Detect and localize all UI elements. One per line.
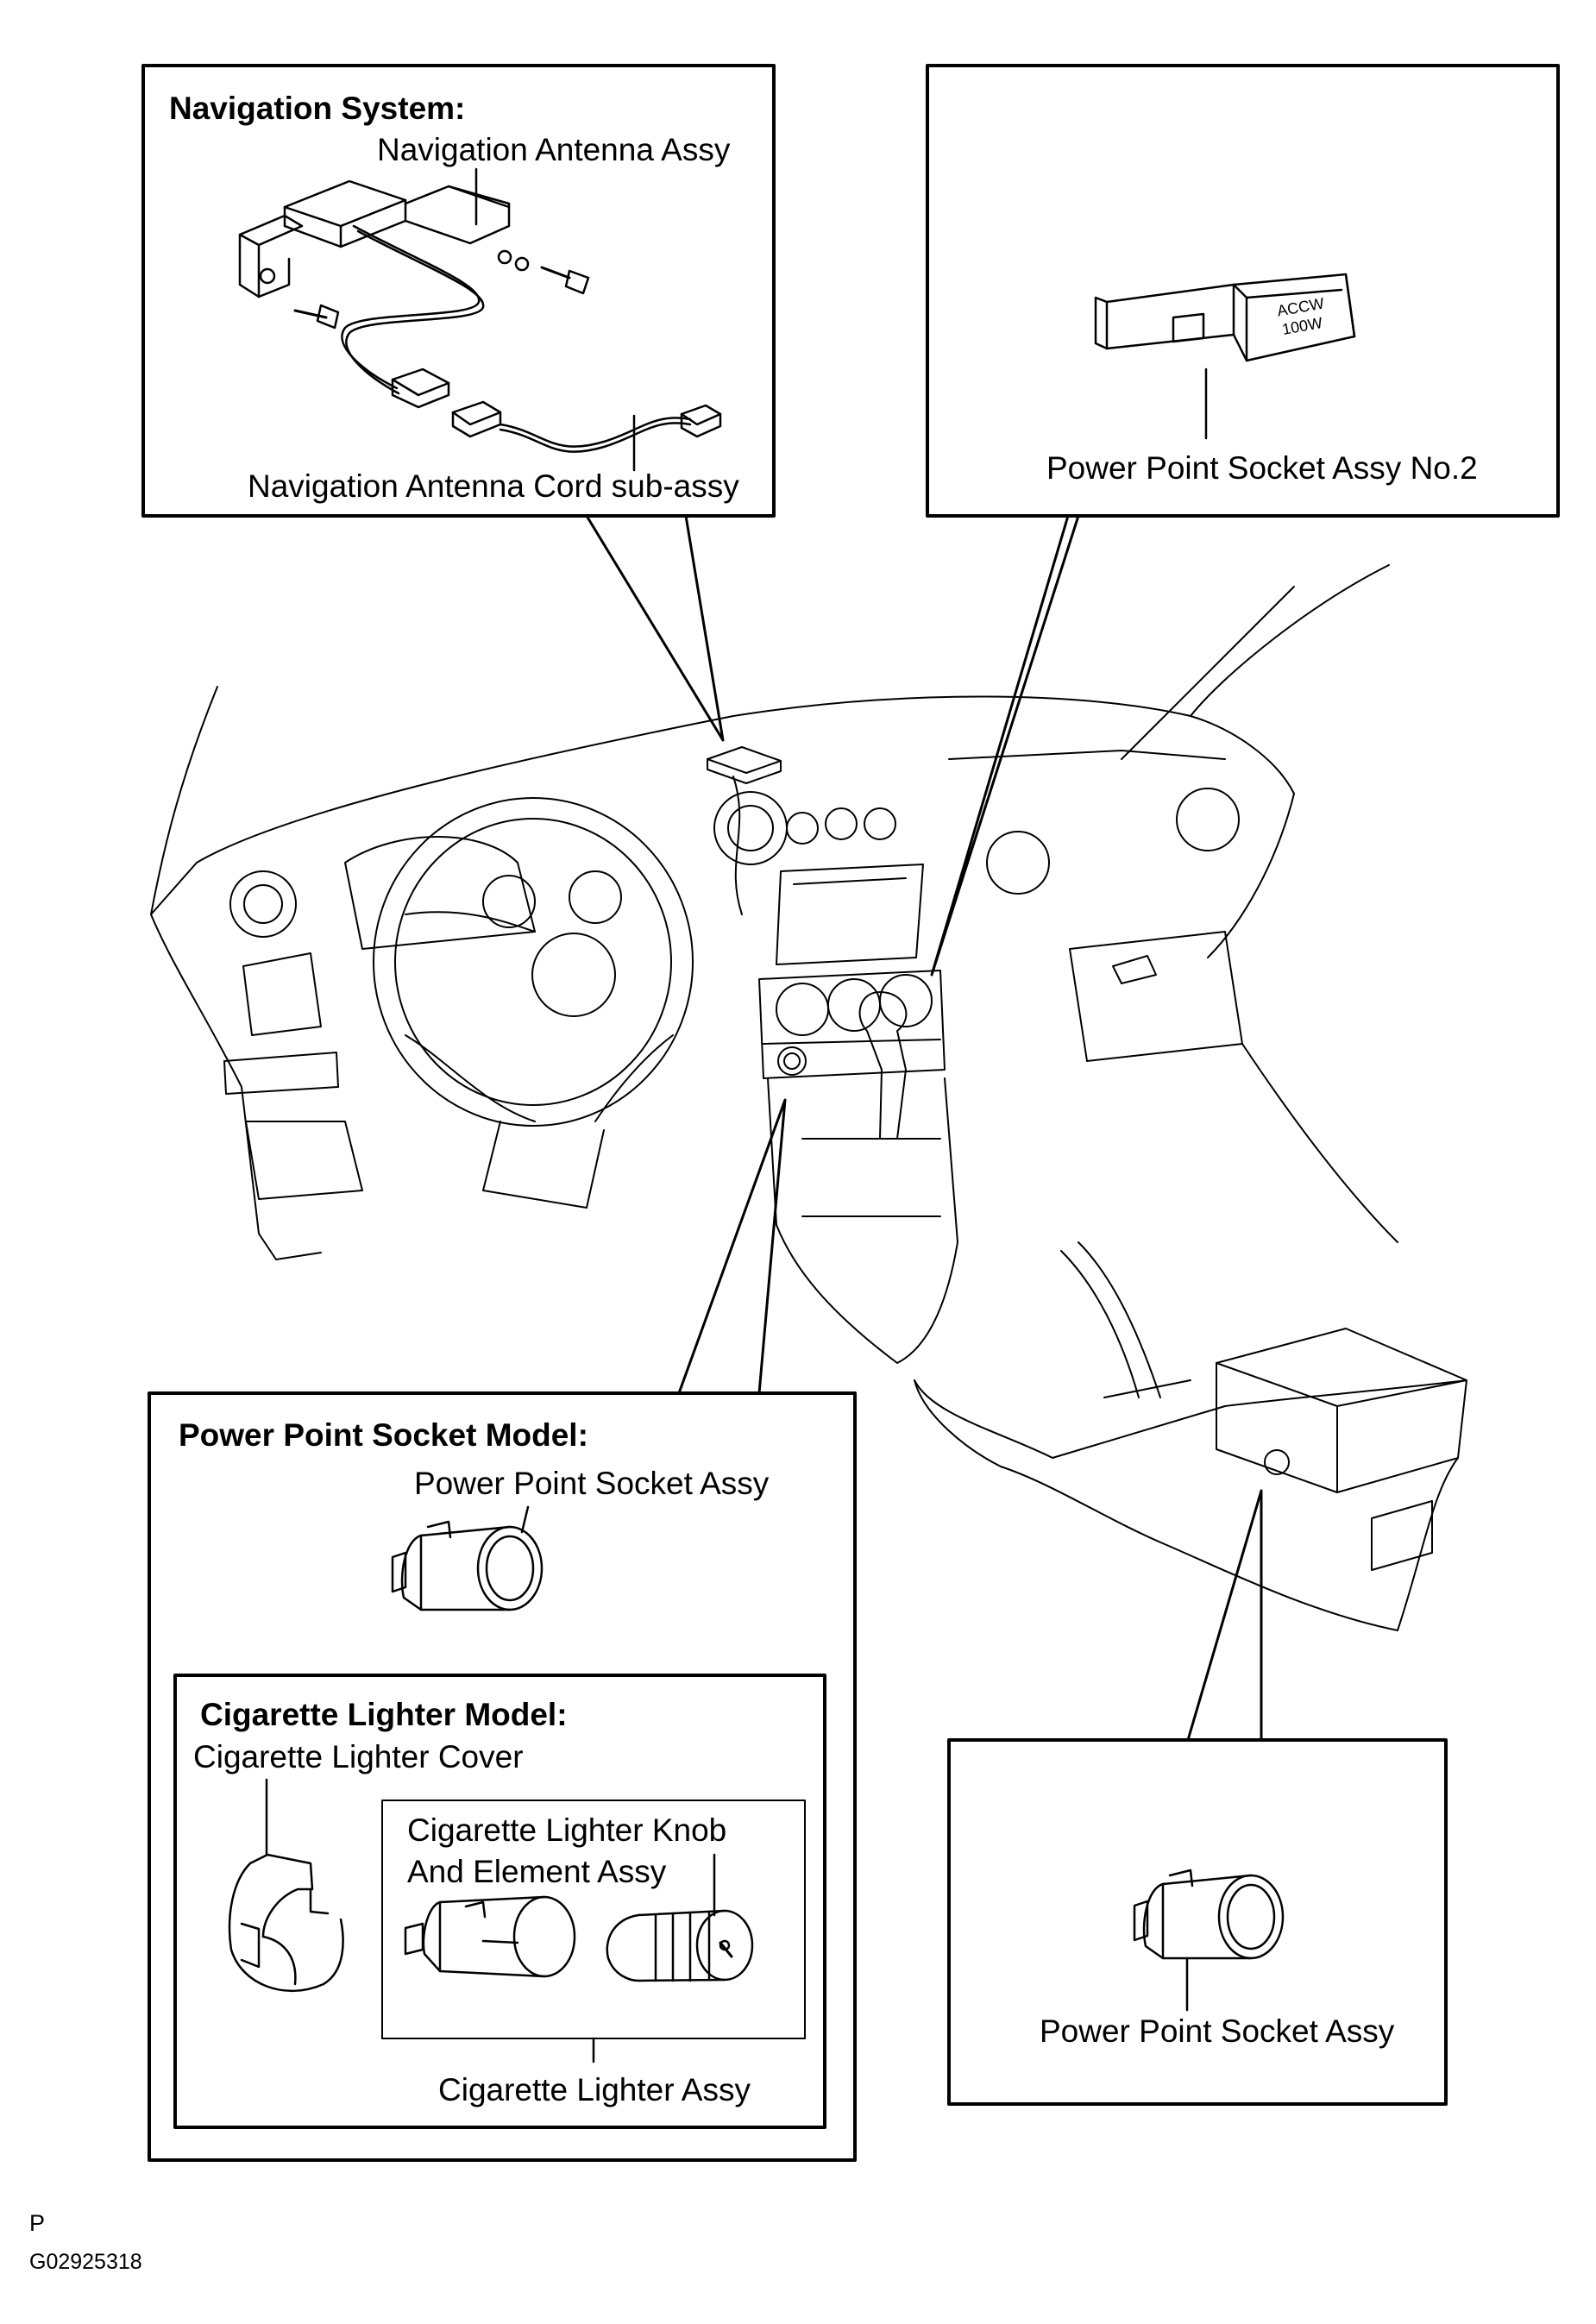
cigarette-lighter-knob-label-line1: Cigarette Lighter Knob: [407, 1812, 727, 1848]
power-point-socket-assy-label: Power Point Socket Assy: [414, 1466, 770, 1501]
footer-code: G02925318: [29, 2250, 142, 2274]
power-point-model-panel: [148, 1391, 857, 2162]
navigation-leaders: [474, 167, 636, 472]
dashboard-drawing: [150, 564, 1398, 1364]
power-point-socket-model-drawing: [391, 1505, 544, 1611]
rear-power-point-socket-drawing: [1133, 1869, 1285, 2012]
navigation-panel-title: Navigation System:: [169, 91, 466, 126]
footer-letter: P: [29, 2210, 46, 2236]
power-point-model-title: Power Point Socket Model:: [179, 1417, 588, 1453]
navigation-panel: [141, 64, 776, 518]
navigation-antenna-cord-label: Navigation Antenna Cord sub-assy: [248, 468, 739, 504]
cigarette-lighter-model-panel: [173, 1674, 826, 2129]
power-point-no2-panel: [926, 64, 1560, 518]
callout-leaders: [585, 514, 1263, 1742]
rear-console-drawing: [914, 1241, 1467, 1631]
cigarette-lighter-cover-label: Cigarette Lighter Cover: [193, 1739, 524, 1774]
cigarette-lighter-assy-drawing: [404, 1853, 754, 2063]
power-point-socket-no2-label: Power Point Socket Assy No.2: [1046, 450, 1478, 486]
navigation-antenna-assy-drawing: [238, 179, 722, 453]
cigarette-lighter-model-title: Cigarette Lighter Model:: [200, 1697, 568, 1732]
rear-socket-panel: [947, 1738, 1448, 2106]
cigarette-lighter-knob-label-line2: And Element Assy: [407, 1854, 667, 1889]
cigarette-lighter-assy-label: Cigarette Lighter Assy: [438, 2072, 751, 2107]
power-point-socket-no2-drawing: [1094, 273, 1356, 440]
rear-power-point-socket-label: Power Point Socket Assy: [1040, 2013, 1395, 2049]
cigarette-lighter-cover-drawing: [228, 1778, 344, 1992]
navigation-antenna-assy-label: Navigation Antenna Assy: [377, 132, 731, 167]
